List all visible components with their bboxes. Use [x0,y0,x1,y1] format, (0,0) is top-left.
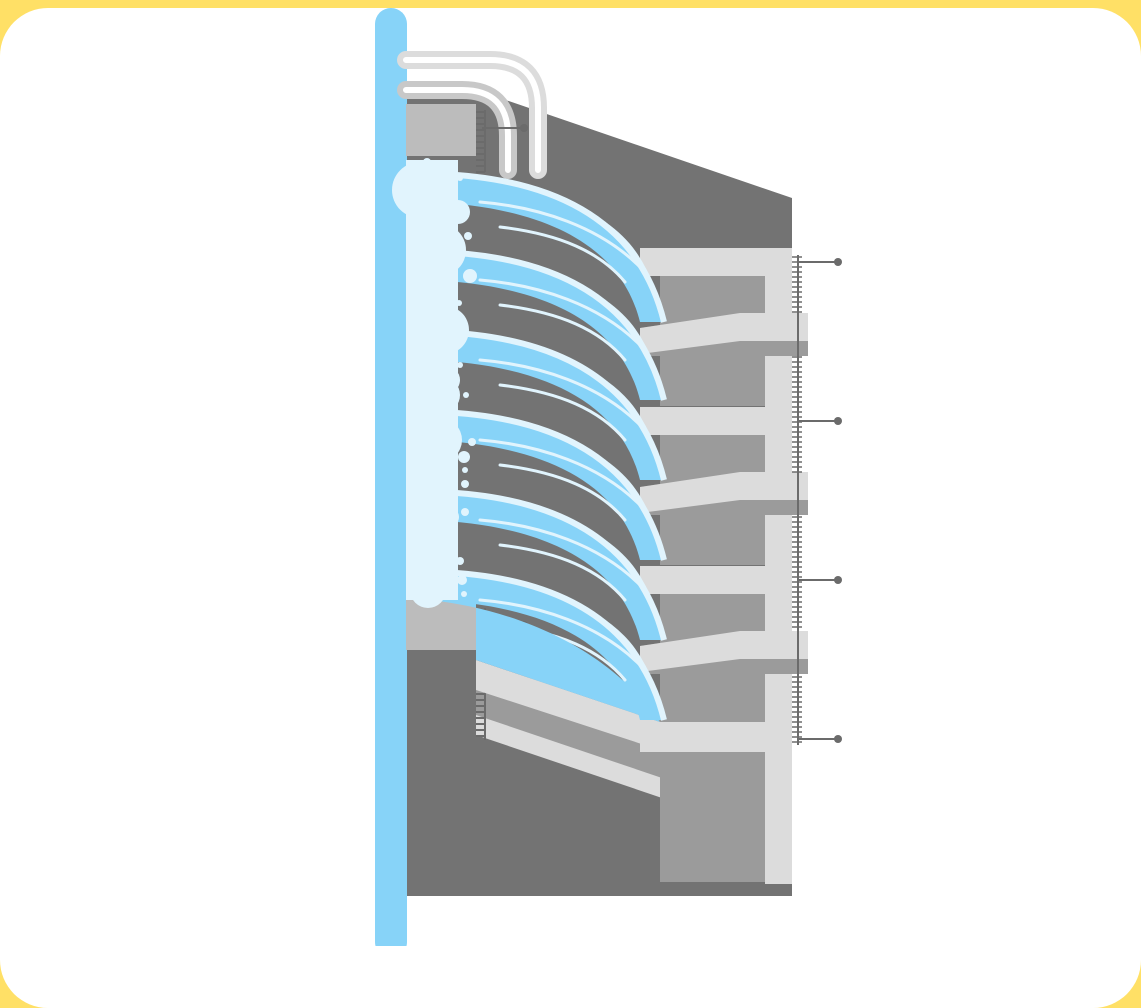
tier-chamber [660,752,765,882]
foam-bubble [456,300,462,306]
foam-bubble [457,362,463,368]
foam-bubble [463,392,469,398]
foam-bubble [458,451,470,463]
foam-bubble [457,175,463,181]
gauge-dot [834,576,842,584]
foam-bubble [464,232,472,240]
gauge-dot [834,258,842,266]
foam-blob [418,418,462,462]
foam-bubble [438,165,448,175]
foam-bubble [462,467,468,473]
foam-bubble [461,508,469,516]
gauge-dot [834,417,842,425]
lower-block [406,600,476,650]
foam-bubble [468,438,476,446]
gauge-dot [834,735,842,743]
foam-bubble [446,200,470,224]
foam-bubble [463,269,477,283]
foam-bubble [457,575,467,585]
foam-bubble [448,541,456,549]
dam-cross-section-diagram [0,0,1141,946]
upper-block [406,104,476,156]
foam-bubble [456,557,464,565]
foam-bubble [441,508,459,526]
foam-blob [421,306,469,354]
foam-blob [410,572,446,608]
water-wall [375,8,407,946]
foam-bubble [461,591,467,597]
foam-bubble [461,480,469,488]
foam-bubble [423,158,431,166]
foam-blob [408,526,456,574]
foam-bubble [437,371,455,389]
foam-bubble [443,292,453,302]
